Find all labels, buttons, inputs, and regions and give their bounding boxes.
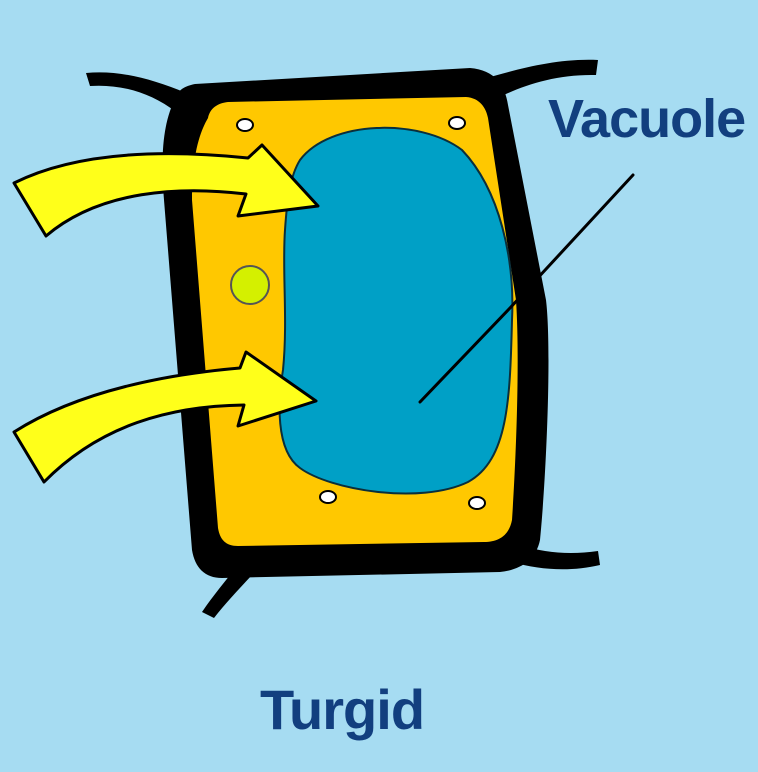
water-arrow <box>12 350 318 484</box>
organelle-dot <box>236 118 254 132</box>
organelle-dot <box>319 490 337 504</box>
diagram-title: Turgid <box>260 678 425 741</box>
nucleus <box>230 265 270 305</box>
organelle-dot <box>448 116 466 130</box>
organelle-dot <box>468 496 486 510</box>
water-arrow <box>12 143 320 238</box>
vacuole-label: Vacuole <box>548 89 746 149</box>
organelle-dots <box>236 116 486 510</box>
vacuole-pointer-line <box>418 173 635 404</box>
vacuole <box>278 126 514 495</box>
